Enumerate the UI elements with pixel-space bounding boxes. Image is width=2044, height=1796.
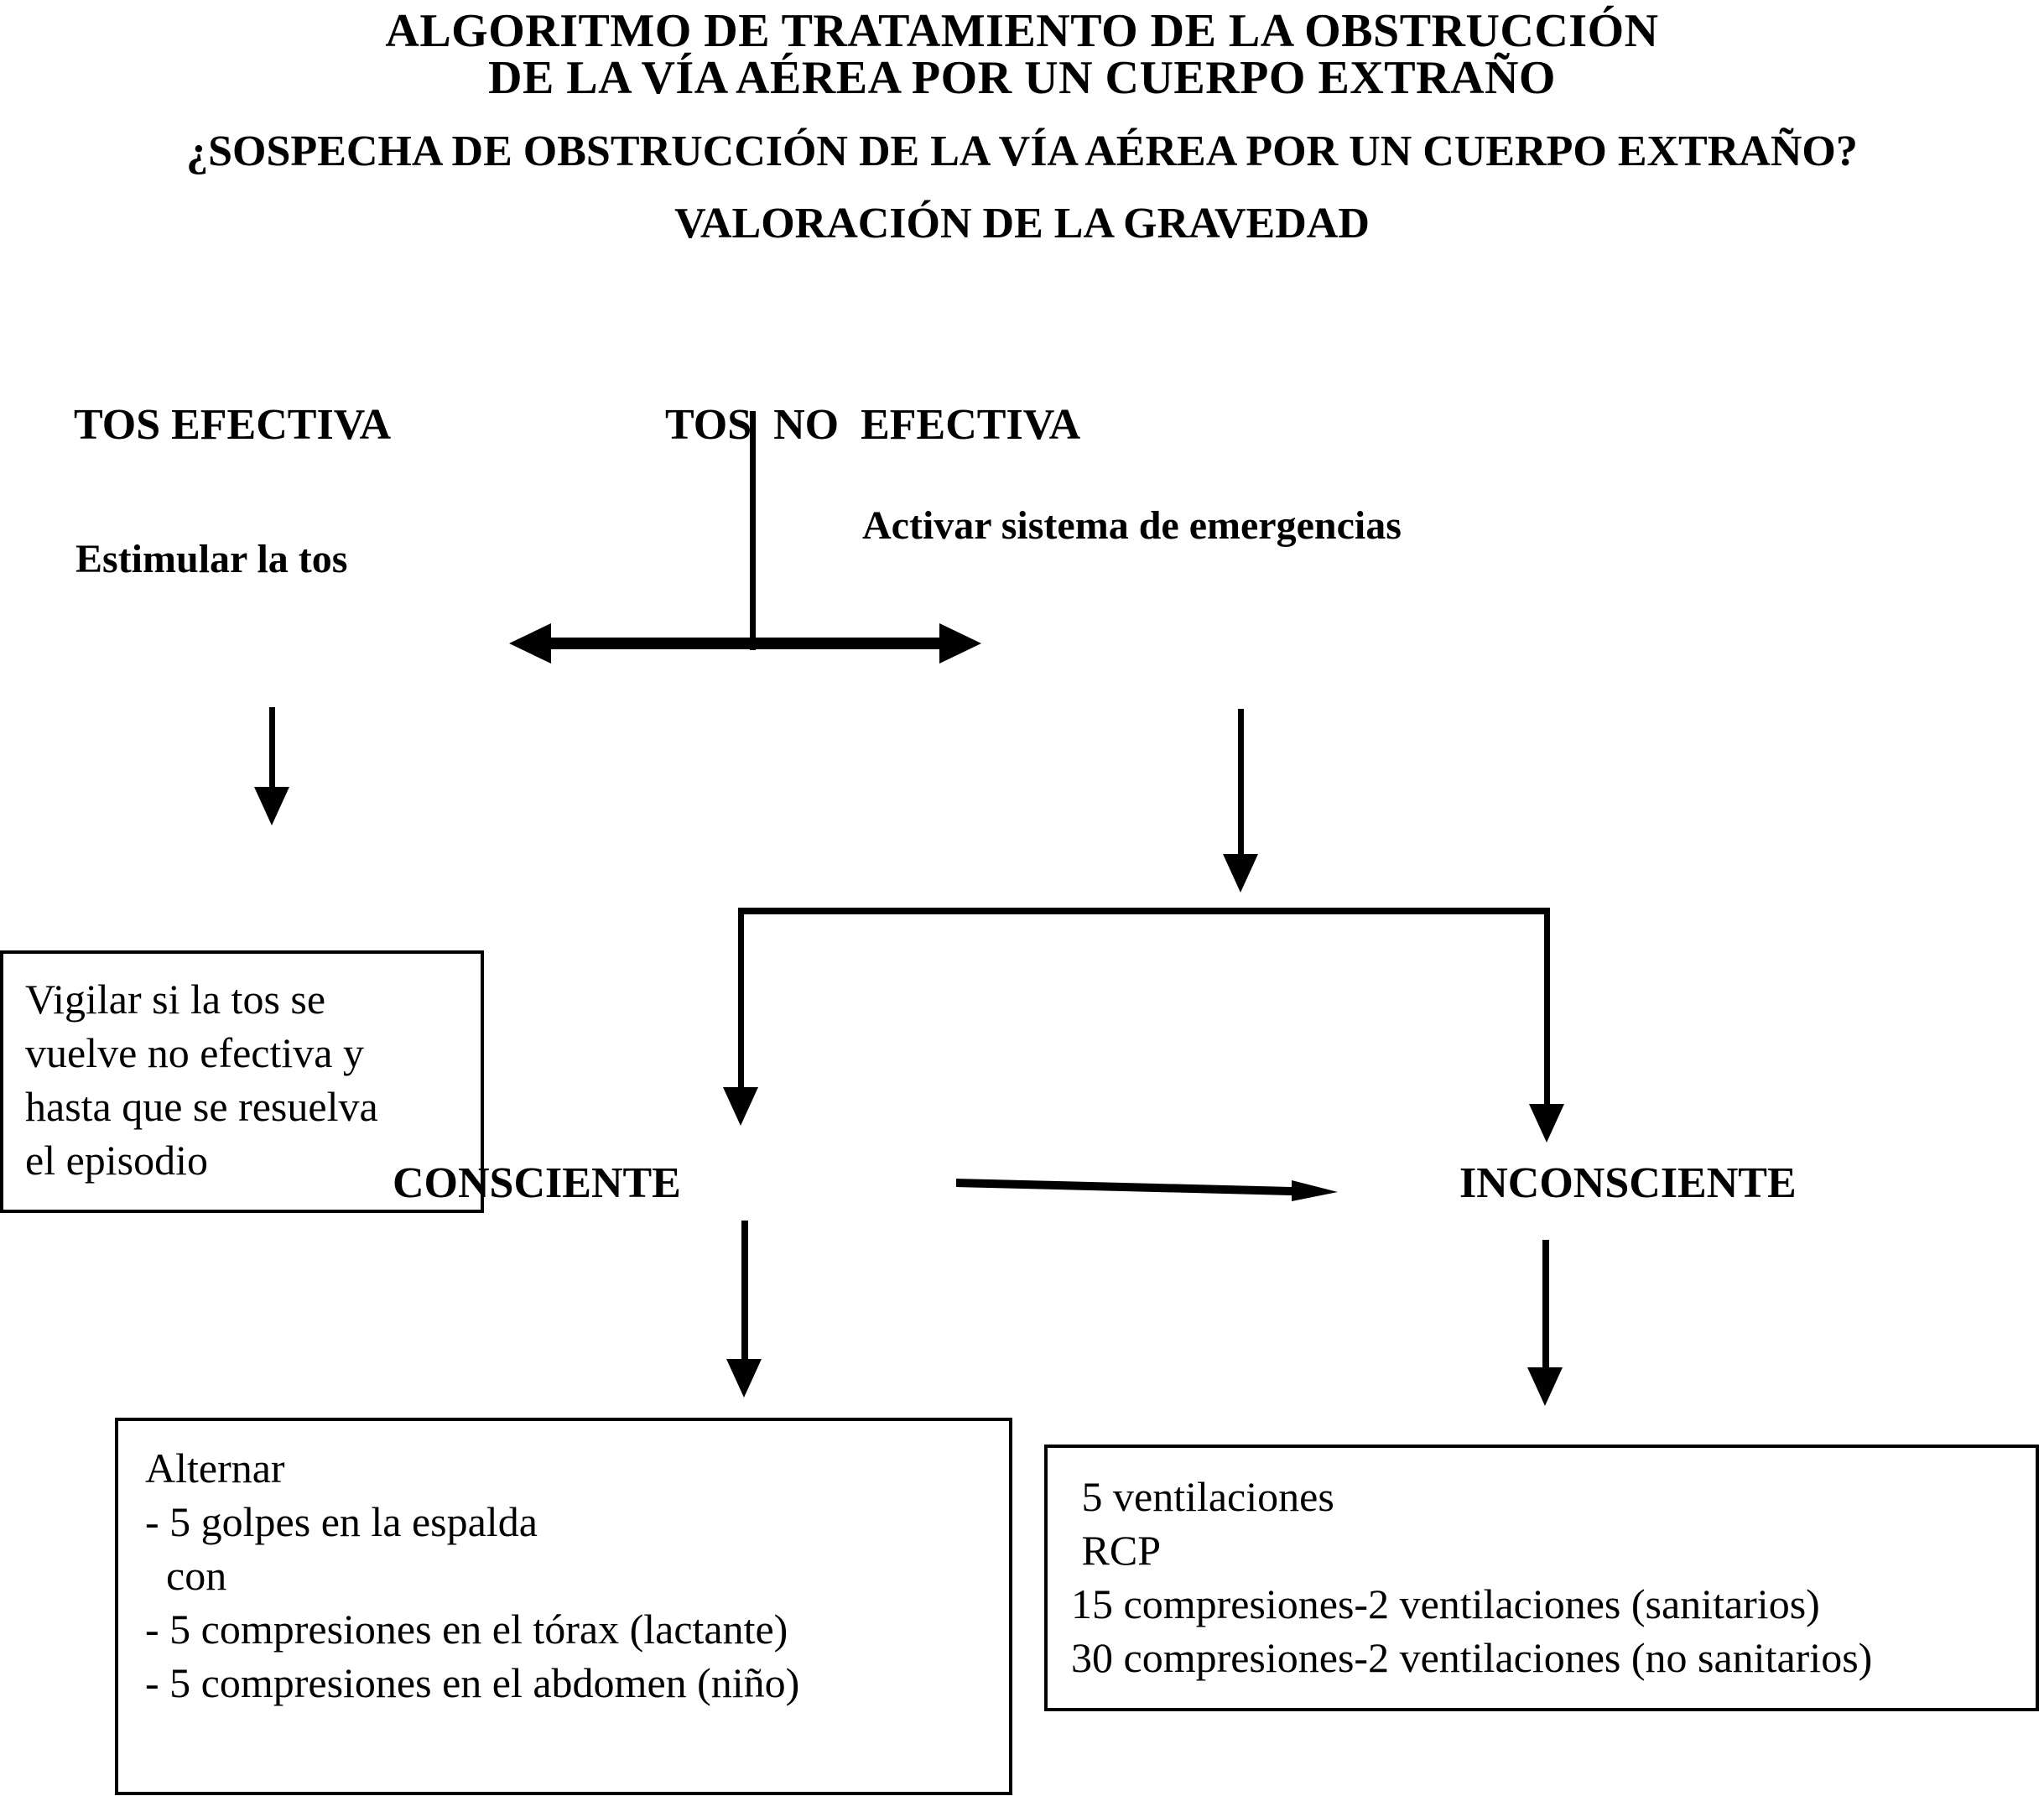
suspicion-question: ¿SOSPECHA DE OBSTRUCCIÓN DE LA VÍA AÉREA… xyxy=(186,128,1858,175)
conscious-box-line-2: - 5 golpes en la espalda xyxy=(145,1498,538,1545)
branch-arrow-right-head xyxy=(939,623,981,664)
unconscious-box-line-4: 30 compresiones-2 ventilaciones (no sani… xyxy=(1071,1634,1873,1681)
ineffective-cough-arrow-line xyxy=(1238,709,1244,860)
conscious-treatment-box: Alternar - 5 golpes en la espalda con - … xyxy=(115,1418,1012,1795)
monitor-box-line-1: Vigilar si la tos se xyxy=(25,976,326,1023)
monitor-cough-box: Vigilar si la tos se vuelve no efectiva … xyxy=(0,950,484,1213)
conscious-box-line-1: Alternar xyxy=(145,1445,285,1491)
monitor-box-line-2: vuelve no efectiva y xyxy=(25,1029,364,1076)
unconscious-treatment-box: 5 ventilaciones RCP 15 compresiones-2 ve… xyxy=(1044,1445,2039,1711)
unconscious-box-line-2: RCP xyxy=(1071,1527,1162,1574)
branch-label-effective-cough: TOS EFECTIVA xyxy=(74,401,392,449)
monitor-box-line-4: el episodio xyxy=(25,1137,209,1184)
consciousness-split-bracket xyxy=(738,908,1550,914)
monitor-box-line-3: hasta que se resuelva xyxy=(25,1083,378,1130)
conscious-to-box-arrow-head xyxy=(726,1359,762,1398)
conscious-to-unconscious-arrow xyxy=(956,1179,1338,1201)
conscious-box-line-5: - 5 compresiones en el abdomen (niño) xyxy=(145,1659,800,1706)
unconscious-drop-arrow-head xyxy=(1529,1104,1564,1143)
conscious-drop-line xyxy=(738,908,744,1109)
effective-cough-arrow-line xyxy=(269,707,275,791)
conscious-drop-arrow-head xyxy=(723,1087,758,1126)
conscious-box-line-4: - 5 compresiones en el tórax (lactante) xyxy=(145,1606,788,1653)
page-title-line-1: ALGORITMO DE TRATAMIENTO DE LA OBSTRUCCI… xyxy=(385,5,1659,57)
conscious-box-line-3: con xyxy=(145,1552,227,1599)
severity-assessment-node: VALORACIÓN DE LA GRAVEDAD xyxy=(674,200,1370,247)
unconscious-drop-line xyxy=(1544,908,1550,1126)
node-label-unconscious: INCONSCIENTE xyxy=(1459,1159,1797,1207)
branch-label-ineffective-cough: TOS NO EFECTIVA xyxy=(665,401,1081,449)
action-activate-emergency: Activar sistema de emergencias xyxy=(862,503,1402,548)
branch-bidirectional-line xyxy=(549,638,944,649)
unconscious-to-box-arrow-head xyxy=(1527,1367,1563,1406)
unconscious-box-line-1: 5 ventilaciones xyxy=(1071,1473,1334,1520)
effective-cough-arrow-head xyxy=(254,787,289,825)
ineffective-cough-arrow-head xyxy=(1223,854,1258,893)
action-stimulate-cough: Estimular la tos xyxy=(75,537,348,581)
branch-arrow-left-head xyxy=(509,623,551,664)
conscious-to-box-arrow-line xyxy=(741,1221,748,1365)
unconscious-to-box-arrow-line xyxy=(1542,1240,1549,1372)
assessment-stem-line xyxy=(750,411,756,650)
unconscious-box-line-3: 15 compresiones-2 ventilaciones (sanitar… xyxy=(1071,1580,1820,1627)
page-title-line-2: DE LA VÍA AÉREA POR UN CUERPO EXTRAÑO xyxy=(488,52,1556,104)
node-label-conscious: CONSCIENTE xyxy=(393,1159,681,1207)
